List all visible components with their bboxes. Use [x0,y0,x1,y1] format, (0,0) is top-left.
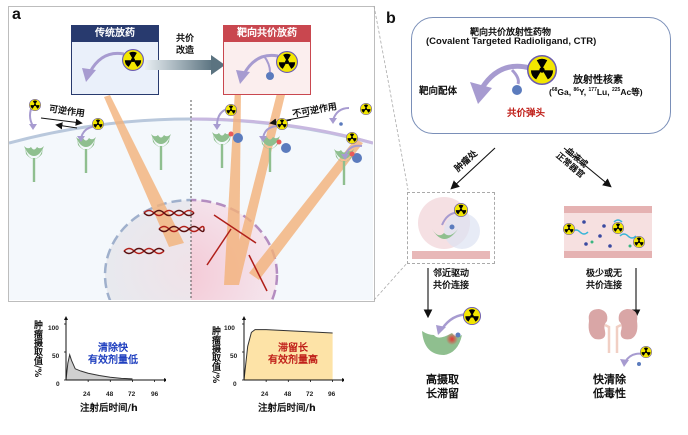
chart1-ytick-0: 0 [56,381,60,388]
chart-line [65,352,133,381]
radioactive-icon [346,132,358,144]
chart1-xtick: 72 [128,391,136,398]
covalent-drug-icon [236,53,279,84]
x-axis-arrow [164,378,166,382]
chart2-xtick: 96 [328,391,336,398]
radioactive-icon [463,307,481,325]
chart1-ytick-50: 50 [52,353,60,360]
ligand-label: 靶向配体 [419,86,458,97]
dna-strands [123,209,268,292]
nuclide-label: 放射性核素 [573,75,623,86]
radioactive-icon [122,49,144,71]
blood-vessel-illustration [564,206,652,258]
transform-arrow [145,55,225,75]
pathway-arrows [423,147,641,319]
chart2-ylabel: 肿瘤摄取值/% [210,326,220,384]
transform-label: 共价 改造 [176,34,195,56]
chart-area [66,354,133,380]
radioactive-icon [454,203,468,217]
chart1-plot [64,316,166,382]
conventional-drug-box: 传统放药 [71,25,159,95]
chart1-ylabel: 肿瘤摄取值/% [32,320,42,378]
chart-area [244,329,333,380]
blood-step-label: 极少或无 共价连接 [586,269,623,291]
ctr-molecule-icon [470,63,531,104]
tumor-step-label: 邻近驱动 共价连接 [433,269,470,291]
tumor-result-label: 高摄取 长滞留 [426,373,459,400]
radioactive-icon [640,346,652,358]
chart2-xtick: 24 [261,391,269,398]
radioactive-icon [92,118,104,130]
radioactive-icon [612,222,624,234]
ctr-title-en: (Covalent Targeted Radioligand, CTR) [426,36,597,47]
panel-b-label: b [386,10,396,27]
radioactive-icon [633,236,645,248]
panel-a-label: a [12,6,21,23]
chart2-xtick: 72 [306,391,314,398]
chart1-ytick-100: 100 [48,325,59,332]
radioactive-icon [527,55,557,85]
radioactive-icon [276,51,298,73]
chart1-annotation: 清除快 有效剂量低 [88,343,138,366]
covalent-drug-title: 靶向共价放药 [224,26,310,42]
radioactive-icon [29,99,41,111]
chart1-xtick: 48 [106,391,114,398]
chart1-xtick: 24 [83,391,91,398]
kidney-icon [588,309,638,353]
chart1-xtick: 96 [151,391,159,398]
chart2-xlabel: 注射后时间/h [258,403,316,414]
x-axis-arrow [342,378,344,382]
isotope-list: (68Ga, 86Y, 177Lu, 225Ac等) [549,87,643,97]
ligand-drug-icon [82,51,125,82]
bound-receptor-illustration [422,313,477,355]
blood-result-label: 快清除 低毒性 [593,373,626,400]
chart2-ytick-0: 0 [233,381,237,388]
chart2-ytick-50: 50 [230,353,238,360]
chart-line [243,329,333,381]
radioactive-icon [225,104,237,116]
chart2-annotation: 滞留长 有效剂量高 [268,343,318,366]
tumor-tissue-illustration [412,197,490,259]
zoom-connector-lines [373,5,409,301]
y-axis-arrow [64,316,68,320]
chart1-xlabel: 注射后时间/h [80,403,138,414]
y-axis-arrow [242,316,246,320]
radioactive-icon [276,118,288,130]
conventional-drug-title: 传统放药 [72,26,158,42]
chart2-plot [242,316,344,382]
chart2-ytick-100: 100 [224,325,235,332]
ctr-title-cn: 靶向共价放射性药物 [470,28,552,38]
chart2-xtick: 48 [284,391,292,398]
warhead-label: 共价弹头 [507,108,546,119]
tumor-tissue-box [407,192,495,264]
radioactive-icon [563,223,575,235]
